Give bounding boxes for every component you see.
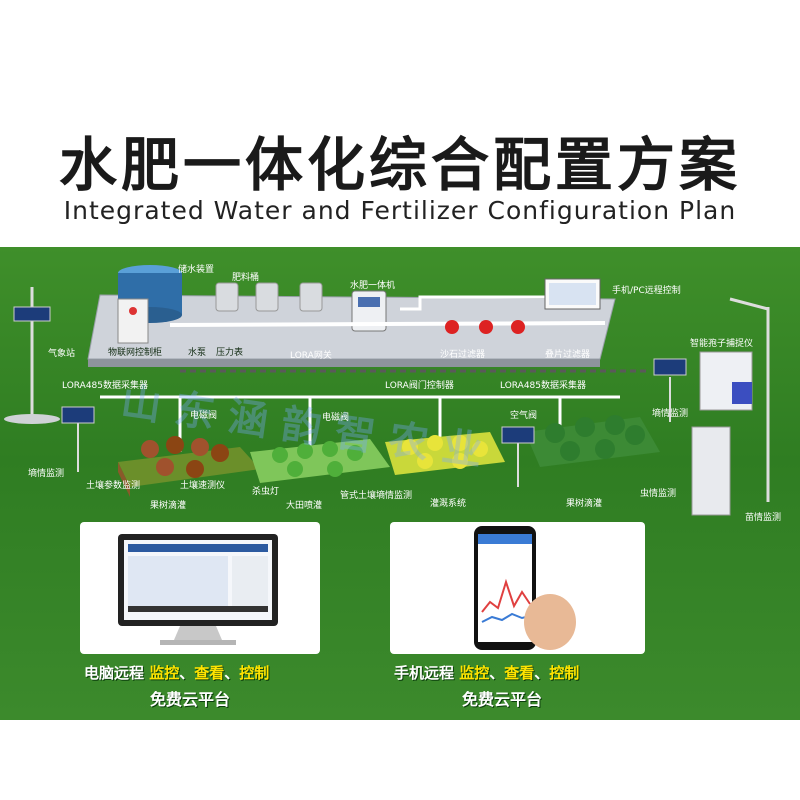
label-moisture-right: 墒情监测 (652, 409, 689, 419)
pc-platform-panel (80, 522, 320, 654)
phone-caption-sep1: 、 (489, 664, 505, 682)
label-water-storage: 储水装置 (178, 265, 215, 275)
phone-caption-line1: 手机远程 监控、查看、控制 (394, 662, 579, 683)
water-tank-icon (118, 265, 182, 323)
phone-caption-sep2: 、 (534, 664, 550, 682)
pc-caption-control: 控制 (239, 664, 270, 682)
pc-caption-sep2: 、 (224, 664, 240, 682)
label-spore-trap: 智能孢子捕捉仪 (690, 339, 754, 349)
label-seedling-monitor: 苗情监测 (745, 513, 782, 523)
label-orchard-drip-right: 果树滴灌 (566, 499, 603, 509)
label-insect-lamp: 杀虫灯 (252, 487, 280, 497)
orchard-plot-left (118, 436, 260, 497)
label-weather-station: 气象站 (48, 349, 76, 359)
label-fertilizer-bucket: 肥料桶 (232, 273, 260, 283)
label-orchard-drip-left: 果树滴灌 (150, 501, 187, 511)
label-integrated-machine: 水肥一体机 (350, 281, 396, 291)
pc-caption-view: 查看 (194, 664, 225, 682)
label-solenoid-2: 电磁阀 (322, 413, 350, 423)
label-solenoid-1: 电磁阀 (190, 411, 218, 421)
label-air-valve: 空气阀 (510, 411, 538, 421)
pc-caption-monitor: 监控 (149, 664, 180, 682)
label-lora-gateway: LORA网关 (290, 351, 332, 361)
label-field-spray: 大田喷灌 (286, 501, 323, 511)
label-irrigation-system: 灌溉系统 (430, 499, 467, 509)
page-subtitle: Integrated Water and Fertilizer Configur… (63, 196, 737, 225)
pest-monitor-icon (691, 426, 731, 516)
phone-caption-view: 查看 (504, 664, 535, 682)
pipe-sensor-icon (501, 426, 535, 487)
pc-caption-sep1: 、 (179, 664, 195, 682)
label-water-pump: 水泵 (188, 348, 207, 358)
label-soil-param: 土壤参数监测 (86, 481, 141, 491)
field-plot-middle (250, 439, 390, 483)
orchard-plot-right (525, 415, 660, 467)
phone-caption-line2: 免费云平台 (462, 690, 543, 709)
phone-caption-monitor: 监控 (459, 664, 490, 682)
desktop-monitor-icon (118, 534, 278, 645)
pc-caption-line1: 电脑远程 监控、查看、控制 (84, 662, 269, 683)
moisture-sensor-right-icon (653, 358, 687, 422)
weather-station-icon (4, 287, 60, 424)
label-sand-filter: 沙石过滤器 (440, 350, 486, 360)
pc-caption-line2: 免费云平台 (150, 690, 231, 709)
label-moisture-left: 墒情监测 (28, 469, 65, 479)
phone-caption-prefix: 手机远程 (394, 664, 460, 682)
label-remote-control: 手机/PC远程控制 (612, 286, 681, 296)
label-pest-monitor: 虫情监测 (640, 489, 677, 499)
main-pipe (169, 321, 606, 327)
label-iot-cabinet: 物联网控制柜 (108, 348, 163, 358)
label-disc-filter: 叠片过滤器 (545, 350, 591, 360)
label-pressure-gauge: 压力表 (216, 348, 244, 358)
pc-caption-prefix: 电脑远程 (84, 664, 150, 682)
label-lora-valve: LORA阀门控制器 (385, 381, 454, 391)
label-lora485-left: LORA485数据采集器 (62, 381, 149, 391)
page-title: 水肥一体化综合配置方案 (58, 131, 741, 199)
smartphone-icon (474, 526, 576, 650)
label-pipe-soil: 管式土壤墒情监测 (340, 491, 413, 501)
fertilizer-bucket-icon (215, 282, 323, 312)
system-diagram (4, 265, 770, 516)
label-lora485-right: LORA485数据采集器 (500, 381, 587, 391)
flower-plot (385, 432, 505, 475)
label-soil-rate: 土壤速测仪 (180, 481, 226, 491)
iot-cabinet-icon (117, 298, 149, 344)
phone-caption-control: 控制 (549, 664, 580, 682)
sand-filter-icon (445, 320, 525, 334)
moisture-sensor-left-icon (61, 406, 95, 472)
phone-platform-panel (390, 522, 645, 654)
